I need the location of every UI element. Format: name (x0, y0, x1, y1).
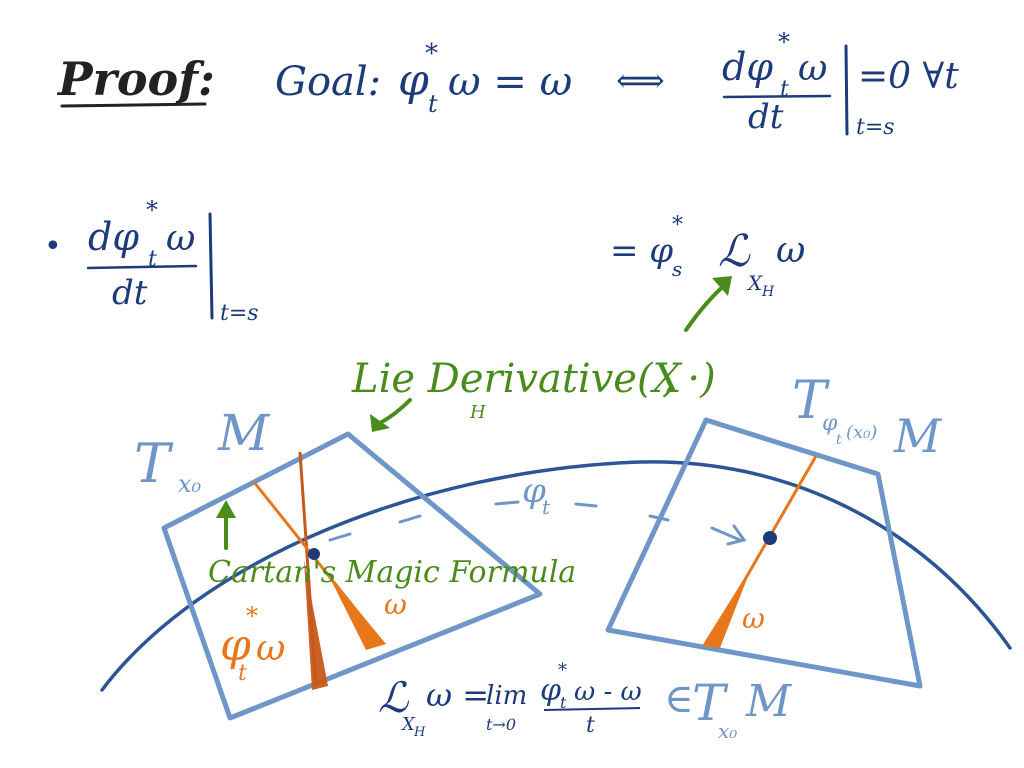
formula-membership: ∈ T x₀ M (664, 674, 792, 743)
bullet-dot: • (44, 229, 62, 264)
left-phi-sup: * (246, 602, 258, 630)
deriv-num-sub: t (780, 77, 789, 102)
goal-statement: Goal: φ * t ω = ω ⟺ (275, 39, 665, 118)
right-plane-label: T φ t (x₀) M (792, 371, 943, 463)
bullet-eval-bar (208, 212, 214, 320)
right-base-point (763, 531, 777, 545)
right-plane-sub: φ (822, 411, 838, 436)
formula-T-sub: x₀ (718, 719, 737, 743)
flow-dashes (328, 500, 747, 546)
eval-at: t=s (856, 115, 895, 140)
formula-fraction-bar (543, 707, 641, 711)
cartan-formula-label: Cartan's Magic Formula (208, 555, 576, 590)
rhs-lie-sub-H: H (761, 284, 775, 300)
left-plane-label: T x₀ M (134, 404, 271, 498)
formula-L-subsub: H (413, 725, 426, 740)
bullet-derivative: • dφ * t ω dt t=s = φ * s ℒ X H ω (44, 196, 805, 326)
right-tangent-plane (605, 417, 923, 689)
left-plane-sub: x₀ (178, 470, 202, 498)
formula-den: t (586, 713, 595, 738)
right-omega: ω (742, 602, 765, 635)
proof-heading: Proof: (56, 52, 215, 108)
bullet-num-sub: t (148, 247, 157, 272)
cartan-arrow (216, 500, 236, 550)
eval-bar (844, 44, 849, 136)
deriv-numerator: dφ (722, 45, 773, 89)
left-omega: ω (384, 588, 407, 621)
bullet-fraction-bar (86, 264, 198, 270)
iff-symbol: ⟺ (616, 61, 665, 101)
proof-underline (60, 102, 207, 108)
formula-num-phi: φ (540, 673, 561, 708)
left-phi-sub: t (238, 661, 247, 686)
right-vectors: ω (702, 455, 818, 648)
flow-phi: φ (522, 471, 546, 511)
formula-L-sub: X (400, 714, 416, 735)
goal-phi-sup: * (425, 39, 438, 69)
goal-phi-sub: t (428, 90, 438, 118)
deriv-num-rest: ω (798, 48, 827, 89)
formula-in: ∈ (664, 676, 694, 722)
deriv-num-sup: * (778, 28, 790, 56)
formula-omega-eq: ω = (426, 676, 489, 714)
flow-sub: t (542, 495, 551, 519)
rhs-sub: s (672, 257, 682, 281)
formula-T: T (692, 674, 729, 732)
rhs-eq-phi: = φ (610, 231, 673, 271)
right-plane-T: T (792, 371, 830, 431)
lie-derivative-label: Lie Derivative(X H , ·) (351, 356, 716, 423)
rhs-lie-sub-X: X (746, 271, 763, 295)
eq-zero-forall: =0 ∀t (858, 56, 959, 97)
left-phi-omega: ω (256, 628, 285, 669)
deriv-denominator: dt (748, 97, 784, 137)
bullet-num: dφ (88, 215, 139, 259)
formula-M: M (745, 676, 792, 727)
rhs-omega: ω (776, 230, 805, 271)
left-tangent-plane (161, 431, 543, 721)
flow-label: φ t (522, 471, 551, 519)
lie-down-arrow (370, 398, 412, 432)
formula-L: ℒ (378, 673, 409, 722)
left-phi: φ (220, 620, 251, 671)
left-labels: φ * t ω ω (220, 588, 407, 686)
goal-label: Goal: (275, 59, 381, 105)
rhs-sup: * (672, 213, 683, 238)
proof-title: Proof: (56, 52, 215, 106)
manifold-curve (100, 460, 1012, 692)
bullet-num-sup: * (146, 196, 158, 224)
left-base-point (308, 548, 320, 560)
rhs-lie-L: ℒ (718, 226, 751, 277)
goal-phi: φ (398, 55, 429, 106)
formula-num-sub: t (560, 693, 567, 712)
deriv-fraction-bar (722, 94, 832, 99)
formula-num-sup: * (558, 660, 567, 681)
lie-derivative-tail: , ·) (662, 356, 716, 402)
formula-num-rest: ω - ω (574, 677, 642, 707)
goal-derivative: dφ * t ω dt t=s =0 ∀t (722, 28, 959, 140)
left-vectors (252, 451, 386, 690)
left-plane-M: M (217, 404, 271, 462)
right-plane-subsub: t (836, 432, 842, 448)
bullet-num-rest: ω (166, 218, 195, 259)
right-plane-arg: (x₀) (846, 422, 877, 443)
bullet-den: dt (112, 273, 148, 313)
left-plane-T: T (134, 432, 174, 495)
lie-derivative-text: Lie Derivative(X (351, 356, 683, 402)
lie-arrow (684, 276, 732, 332)
lie-derivative-sub: H (469, 402, 486, 423)
right-plane-M: M (893, 409, 943, 463)
formula-lim-sub: t→0 (486, 715, 516, 734)
formula-lim: lim (486, 681, 527, 711)
goal-rest: ω = ω (448, 59, 572, 105)
lie-derivative-formula: ℒ X H ω = lim t→0 φ * t ω - ω t (378, 660, 642, 740)
bullet-eval-at: t=s (220, 301, 259, 326)
